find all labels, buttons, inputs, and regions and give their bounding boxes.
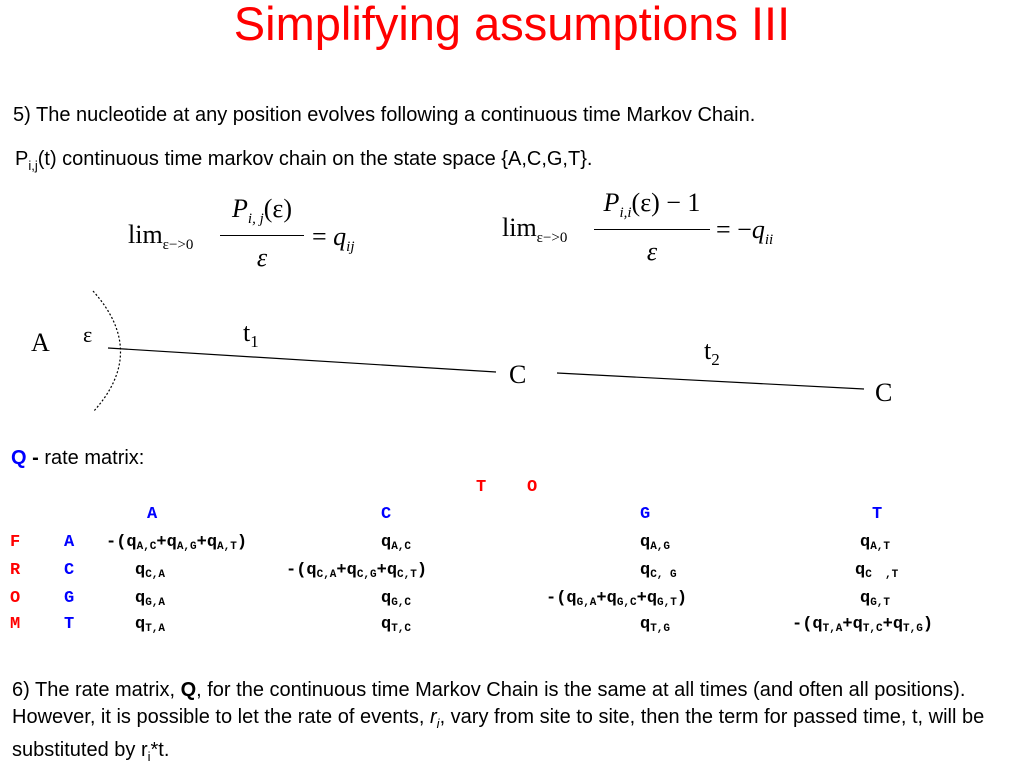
from-letter: R — [10, 561, 21, 580]
point-6-paragraph: 6) The rate matrix, Q, for the continuou… — [12, 679, 985, 764]
rate-matrix-label: Q - rate matrix: — [11, 447, 145, 469]
matrix-cell: qC ,T — [855, 561, 899, 581]
t1-label: t1 — [243, 318, 259, 352]
formula-2-fraction-bar — [594, 229, 710, 230]
matrix-cell: -(qA,C+qA,G+qA,T) — [106, 533, 248, 553]
formula-2-denominator: ε — [646, 237, 658, 266]
matrix-col-header: A — [147, 505, 158, 524]
matrix-cell: qC,A — [135, 561, 166, 581]
q-symbol: Q — [11, 447, 27, 469]
slide-title: Simplifying assumptions III — [233, 0, 791, 50]
from-letter: M — [10, 615, 21, 634]
formula-1-lim: limε−>0 — [128, 220, 193, 254]
matrix-cell: qA,T — [860, 533, 891, 553]
matrix-cell: qG,T — [860, 589, 891, 609]
rhs-subscript: ij — [346, 239, 355, 256]
q-bold: Q — [180, 679, 197, 701]
to-label: T O — [476, 478, 538, 497]
branch-t2 — [556, 372, 865, 390]
matrix-cell: qT,G — [640, 615, 671, 635]
matrix-cell: qT,C — [381, 615, 412, 635]
matrix-col-header: G — [640, 505, 651, 524]
lim-text: lim — [128, 220, 163, 249]
point-5-line-2: Pi,j(t) continuous time markov chain on … — [15, 147, 592, 178]
formula-2-numerator: Pi,i(ε) − 1 — [594, 188, 710, 222]
rhs-q: q — [333, 222, 347, 251]
p-symbol: P — [15, 148, 29, 170]
matrix-col-header: C — [381, 505, 392, 524]
from-letter: F — [10, 533, 21, 552]
p-subscript: i,j — [28, 158, 38, 173]
numerator-subscript: i,i — [619, 205, 632, 222]
point-5-line-1: 5) The nucleotide at any position evolve… — [13, 104, 756, 126]
matrix-col-header: T — [872, 505, 883, 524]
equals-sign: = − — [716, 215, 752, 244]
lim-subscript: ε−>0 — [162, 237, 194, 254]
numerator-p: P — [603, 188, 620, 217]
numerator-p: P — [232, 194, 248, 223]
matrix-cell: -(qT,A+qT,C+qT,G) — [792, 615, 934, 635]
rhs-q: q — [751, 215, 765, 244]
matrix-row-header: G — [64, 589, 75, 608]
lim-subscript: ε−>0 — [536, 230, 568, 247]
matrix-row-header: C — [64, 561, 75, 580]
node-c1: C — [509, 360, 527, 389]
formula-1-denominator: ε — [256, 243, 268, 272]
matrix-cell: qG,A — [135, 589, 166, 609]
formula-1-numerator: Pi, j(ε) — [220, 194, 304, 228]
numerator-subscript: i, j — [247, 211, 264, 228]
point-5-line-2-text: (t) continuous time markov chain on the … — [37, 148, 593, 170]
t2-label: t2 — [704, 336, 720, 370]
formula-2-lim: limε−>0 — [502, 213, 567, 247]
rhs-subscript: ii — [764, 232, 774, 249]
from-letter: O — [10, 589, 21, 608]
matrix-cell: -(qC,A+qC,G+qC,T) — [286, 561, 428, 581]
matrix-cell: qA,G — [640, 533, 671, 553]
matrix-cell: qC, G — [640, 561, 677, 581]
numerator-arg: (ε) — [263, 194, 292, 223]
matrix-cell: qG,C — [381, 589, 412, 609]
matrix-cell: -(qG,A+qG,C+qG,T) — [546, 589, 688, 609]
matrix-cell: qT,A — [135, 615, 166, 635]
epsilon-label: ε — [83, 322, 93, 347]
node-a: A — [31, 328, 50, 357]
lim-text: lim — [502, 213, 537, 242]
formula-1-fraction-bar — [220, 235, 304, 236]
node-c2: C — [875, 378, 893, 407]
formula-2-rhs: = −qii — [716, 215, 773, 249]
equals-sign: = — [312, 222, 327, 251]
matrix-cell: qA,C — [381, 533, 412, 553]
numerator-arg: (ε) − 1 — [631, 188, 701, 217]
formula-1-rhs: = qij — [312, 222, 355, 256]
branch-t1 — [107, 347, 497, 373]
matrix-row-header: T — [64, 615, 75, 634]
matrix-row-header: A — [64, 533, 75, 552]
epsilon-arc — [92, 290, 121, 413]
